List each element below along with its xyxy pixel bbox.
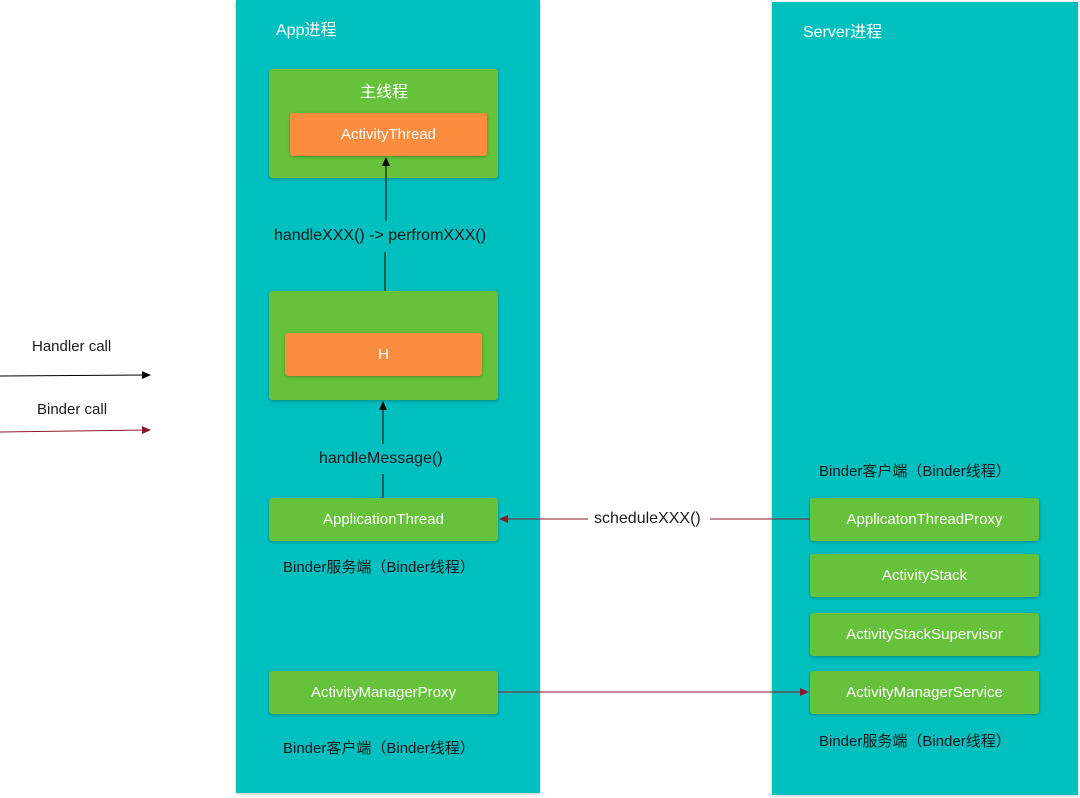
activity-thread-node: ActivityThread: [290, 113, 487, 156]
app-process-title: App进程: [276, 22, 337, 39]
legend-binder-arrow: [0, 426, 151, 435]
application-thread-node: ApplicationThread: [269, 498, 498, 541]
app-binder-server-label: Binder服务端（Binder线程）: [283, 559, 475, 576]
application-thread-proxy-node: ApplicatonThreadProxy: [810, 498, 1039, 541]
server-binder-server-label: Binder服务端（Binder线程）: [819, 733, 1011, 750]
activity-manager-service-node: ActivityManagerService: [810, 671, 1039, 714]
schedule-label: scheduleXXX(): [594, 510, 701, 527]
server-binder-client-label: Binder客户端（Binder线程）: [819, 463, 1011, 480]
server-process-panel: [772, 2, 1078, 795]
handle-perform-label: handleXXX() -> perfromXXX(): [274, 227, 487, 244]
app-binder-client-label: Binder客户端（Binder线程）: [283, 740, 475, 757]
h-handler-node: H: [285, 333, 482, 376]
legend-binder-call-label: Binder call: [37, 401, 108, 418]
server-process-title: Server进程: [803, 24, 883, 41]
legend-handler-call-label: Handler call: [32, 338, 112, 355]
main-thread-title: 主线程: [360, 84, 409, 101]
activity-stack-supervisor-node: ActivityStackSupervisor: [810, 613, 1039, 656]
legend-handler-arrow: [0, 371, 151, 380]
activity-manager-proxy-node: ActivityManagerProxy: [269, 671, 498, 714]
activity-stack-node: ActivityStack: [810, 554, 1039, 597]
handle-message-label: handleMessage(): [319, 450, 443, 467]
